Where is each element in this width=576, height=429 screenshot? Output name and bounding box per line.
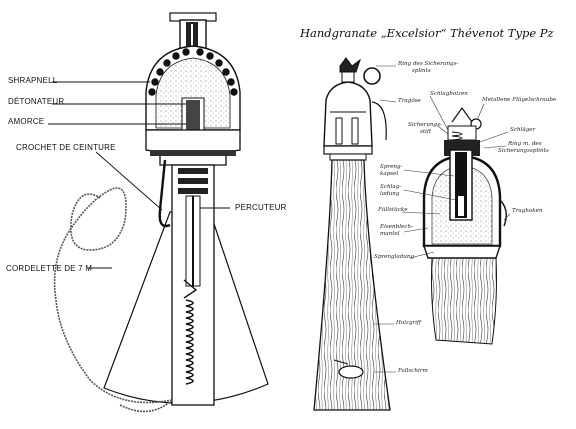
label-schlagladung: Schlag- bbox=[380, 184, 402, 190]
label-cordelette: CORDELETTE DE 7 M bbox=[6, 264, 93, 273]
label-ring: Ring des Sicherungs- bbox=[398, 61, 459, 67]
right-external-view bbox=[313, 57, 391, 411]
label-holzgriff: Holzgriff bbox=[396, 320, 421, 326]
label-sprengkapsel-2: kapsel bbox=[380, 171, 399, 177]
label-schlagladung-2: ladung bbox=[380, 191, 400, 197]
wooden-handle bbox=[313, 159, 391, 411]
striker-spring bbox=[185, 299, 194, 385]
label-ring-m: Ring m. des bbox=[508, 141, 542, 147]
label-fuellstuecke: Füllstücke bbox=[378, 207, 408, 213]
label-shrapnell: SHRAPNELL bbox=[8, 76, 58, 85]
label-sprengkapsel: Spreng- bbox=[380, 164, 403, 170]
label-detonateur: DÉTONATEUR bbox=[8, 97, 65, 106]
cutaway-wooden-handle bbox=[431, 257, 497, 345]
grenade-head bbox=[323, 81, 373, 147]
label-sicherungsstift-2: stift bbox=[420, 129, 432, 135]
shrapnel-balls bbox=[148, 48, 238, 96]
throwing-cord bbox=[53, 187, 173, 404]
left-cutaway-drawing bbox=[53, 12, 269, 413]
label-fluegelschraube: Metallene Flügelschraube bbox=[482, 97, 557, 103]
label-schlaeger: Schläger bbox=[510, 127, 536, 133]
right-leader-lines bbox=[374, 65, 511, 373]
label-eisenblech-2: mantel bbox=[380, 231, 400, 237]
label-ring-2: splints bbox=[412, 68, 431, 74]
label-fallschirm: Fallschirm bbox=[398, 368, 428, 374]
label-sicherungsstift: Sicherungs- bbox=[408, 122, 442, 128]
label-crochet-de-ceinture: CROCHET DE CEINTURE bbox=[16, 143, 116, 152]
label-percuteur: PERCUTEUR bbox=[235, 203, 287, 212]
label-eisenblech: Eisenblech- bbox=[380, 224, 413, 230]
left-leader-lines bbox=[48, 81, 230, 269]
belt-hook bbox=[158, 159, 171, 228]
label-sprengladung: Sprengladung bbox=[374, 254, 415, 260]
label-amorce: AMORCE bbox=[8, 117, 45, 126]
label-tragoese: Tragöse bbox=[398, 98, 421, 104]
label-traghaken: Traghaken bbox=[512, 208, 543, 214]
label-ring-m-2: Sicherungssplints bbox=[498, 148, 549, 154]
label-schlagbolzen: Schlagbolzen bbox=[430, 91, 468, 97]
right-diagram-title: Handgranate „Excelsior“ Thévenot Type Pz bbox=[300, 26, 554, 40]
safety-ring bbox=[363, 67, 381, 85]
base-collar bbox=[145, 129, 241, 166]
right-cutaway-view bbox=[422, 106, 507, 345]
